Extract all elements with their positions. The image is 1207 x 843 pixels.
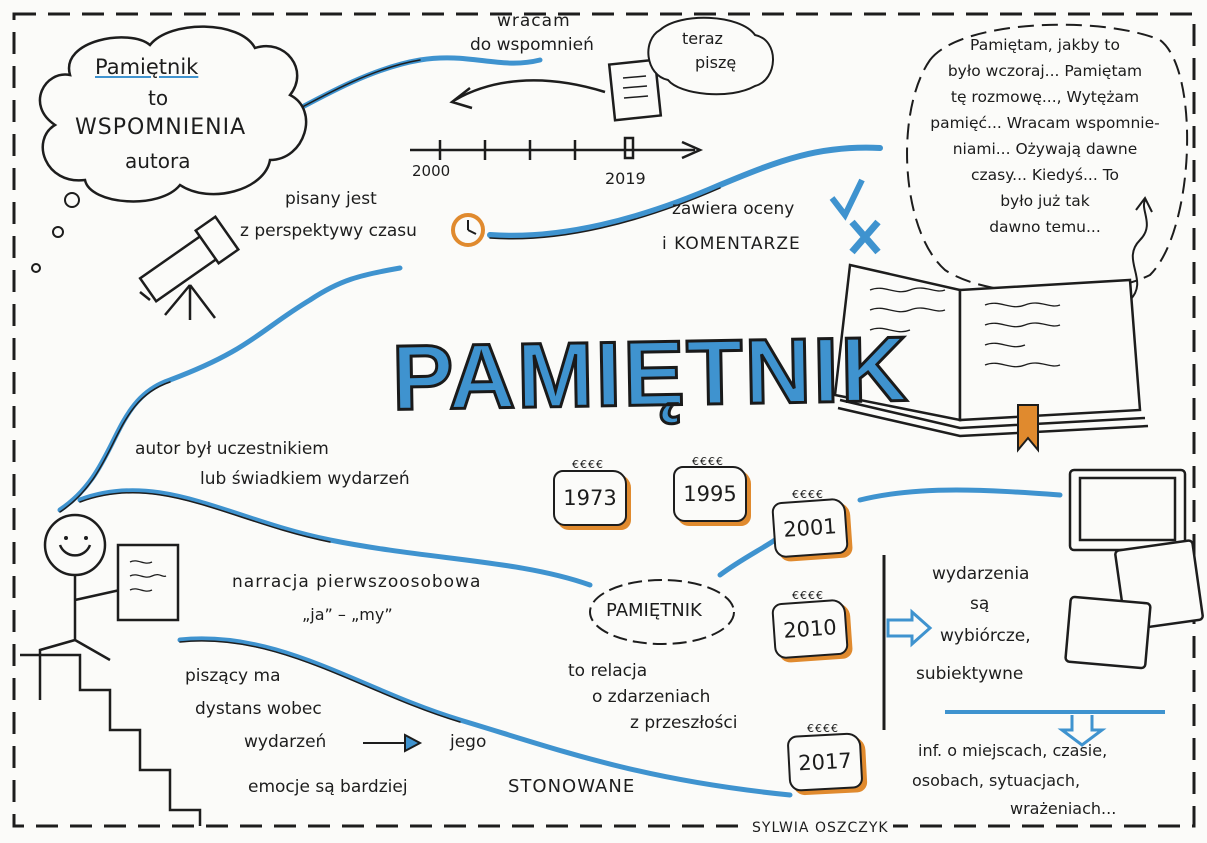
quote-bubble-text: Pamiętam, jakby to było wczoraj... Pamię…	[920, 32, 1170, 240]
relation-line-2: o zdarzeniach	[592, 687, 711, 707]
telescope-icon	[138, 214, 241, 320]
screens-icon	[1064, 468, 1204, 670]
center-oval-label: PAMIĘTNIK	[606, 600, 702, 621]
cloud-line-1: Pamiętnik	[95, 55, 199, 79]
quote-bubble	[906, 23, 1189, 295]
distance-line-5: emocje są bardziej	[248, 777, 408, 797]
back-arrow	[454, 79, 606, 102]
info-line-1: inf. o miejscach, czasie,	[918, 741, 1108, 760]
cloud-line-3: WSPOMNIENIA	[75, 115, 247, 140]
events-line-2: są	[970, 594, 990, 614]
clock-icon	[451, 213, 485, 247]
comments-line-2: i KOMENTARZE	[662, 234, 801, 254]
quote-line: Pamiętam, jakby to	[970, 36, 1120, 54]
cloud-line-4: autora	[125, 149, 191, 173]
stairs	[20, 653, 202, 826]
info-line-2: osobach, sytuacjach,	[912, 771, 1081, 790]
distance-line-1: piszący ma	[185, 666, 281, 686]
timeline-start: 2000	[412, 162, 451, 180]
year-2010: 2010	[771, 598, 849, 660]
cross-icon	[849, 219, 881, 255]
stick-figure	[38, 513, 121, 700]
quote-line: było już tak	[1000, 192, 1090, 210]
branch-wave-center	[717, 537, 778, 578]
year-2001: 2001	[771, 497, 849, 559]
timeline-axis	[410, 136, 704, 160]
participant-line-2: lub świadkiem wydarzeń	[200, 469, 410, 489]
events-arrow	[886, 608, 933, 648]
quote-line: pamięć... Wracam wspomnie-	[930, 114, 1160, 132]
thought-cloud	[38, 25, 308, 203]
center-oval	[589, 579, 735, 645]
check-icon	[829, 178, 865, 221]
now-writing-line-1: teraz	[682, 29, 723, 48]
page-title: PAMIĘTNIK	[390, 317, 912, 431]
narration-line-2: „ja” – „my”	[302, 605, 393, 624]
author-signature: SYLWIA OSZCZYK	[748, 820, 893, 837]
distance-line-6: STONOWANE	[508, 776, 636, 797]
bookmark	[1017, 404, 1039, 453]
distance-line-3: wydarzeń	[244, 732, 327, 752]
branch-wave-right	[487, 144, 883, 239]
timeline-end: 2019	[605, 169, 646, 188]
quote-line: niami... Ożywają dawne	[952, 140, 1138, 158]
calendar-ticks: €€€€	[792, 589, 824, 602]
memories-line-1: wracam	[497, 11, 571, 31]
branch-wave-left	[57, 265, 403, 513]
quote-line: dawno temu...	[989, 218, 1101, 236]
narration-line-1: narracja pierwszoosobowa	[232, 572, 482, 592]
events-line-3: wybiórcze,	[940, 626, 1031, 646]
dashed-border	[12, 12, 1196, 828]
participant-line-1: autor był uczestnikiem	[135, 439, 329, 459]
memories-line-2: do wspomnień	[470, 35, 594, 55]
calendar-ticks: €€€€	[807, 722, 839, 735]
held-document	[116, 543, 180, 622]
quote-line: czasy... Kiedyś... To	[970, 166, 1120, 184]
year-1995: 1995	[673, 466, 747, 522]
document-icon	[607, 58, 663, 122]
branch-wave-bottom	[177, 636, 793, 798]
info-line-3: wrażeniach...	[1010, 799, 1117, 818]
year-1973: 1973	[553, 470, 627, 526]
events-line-1: wydarzenia	[932, 564, 1030, 584]
comments-line-1: zawiera oceny	[672, 199, 795, 219]
perspective-line-1: pisany jest	[285, 189, 377, 209]
calendar-ticks: €€€€	[572, 458, 604, 471]
small-cloud	[647, 16, 774, 96]
relation-line-3: z przeszłości	[630, 713, 738, 733]
now-writing-line-2: piszę	[695, 53, 737, 72]
branch-wave-screens	[857, 487, 1063, 503]
year-2017: 2017	[786, 732, 864, 792]
quote-line: tę rozmowę..., Wytężam	[950, 88, 1140, 106]
distance-line-4: jego	[450, 732, 487, 752]
distance-line-2: dystans wobec	[195, 699, 322, 719]
cloud-line-2: to	[148, 86, 169, 110]
open-book-icon	[833, 263, 1149, 438]
relation-line-1: to relacja	[568, 661, 648, 681]
calendar-ticks: €€€€	[692, 455, 724, 468]
calendar-ticks: €€€€	[792, 488, 824, 501]
branch-wave-mid	[77, 488, 593, 588]
down-arrow	[1057, 715, 1107, 747]
quote-line: było wczoraj... Pamiętam	[947, 62, 1143, 80]
squiggle-arrow	[1129, 199, 1148, 301]
events-line-4: subiektywne	[916, 664, 1024, 684]
perspective-line-2: z perspektywy czasu	[240, 221, 417, 241]
